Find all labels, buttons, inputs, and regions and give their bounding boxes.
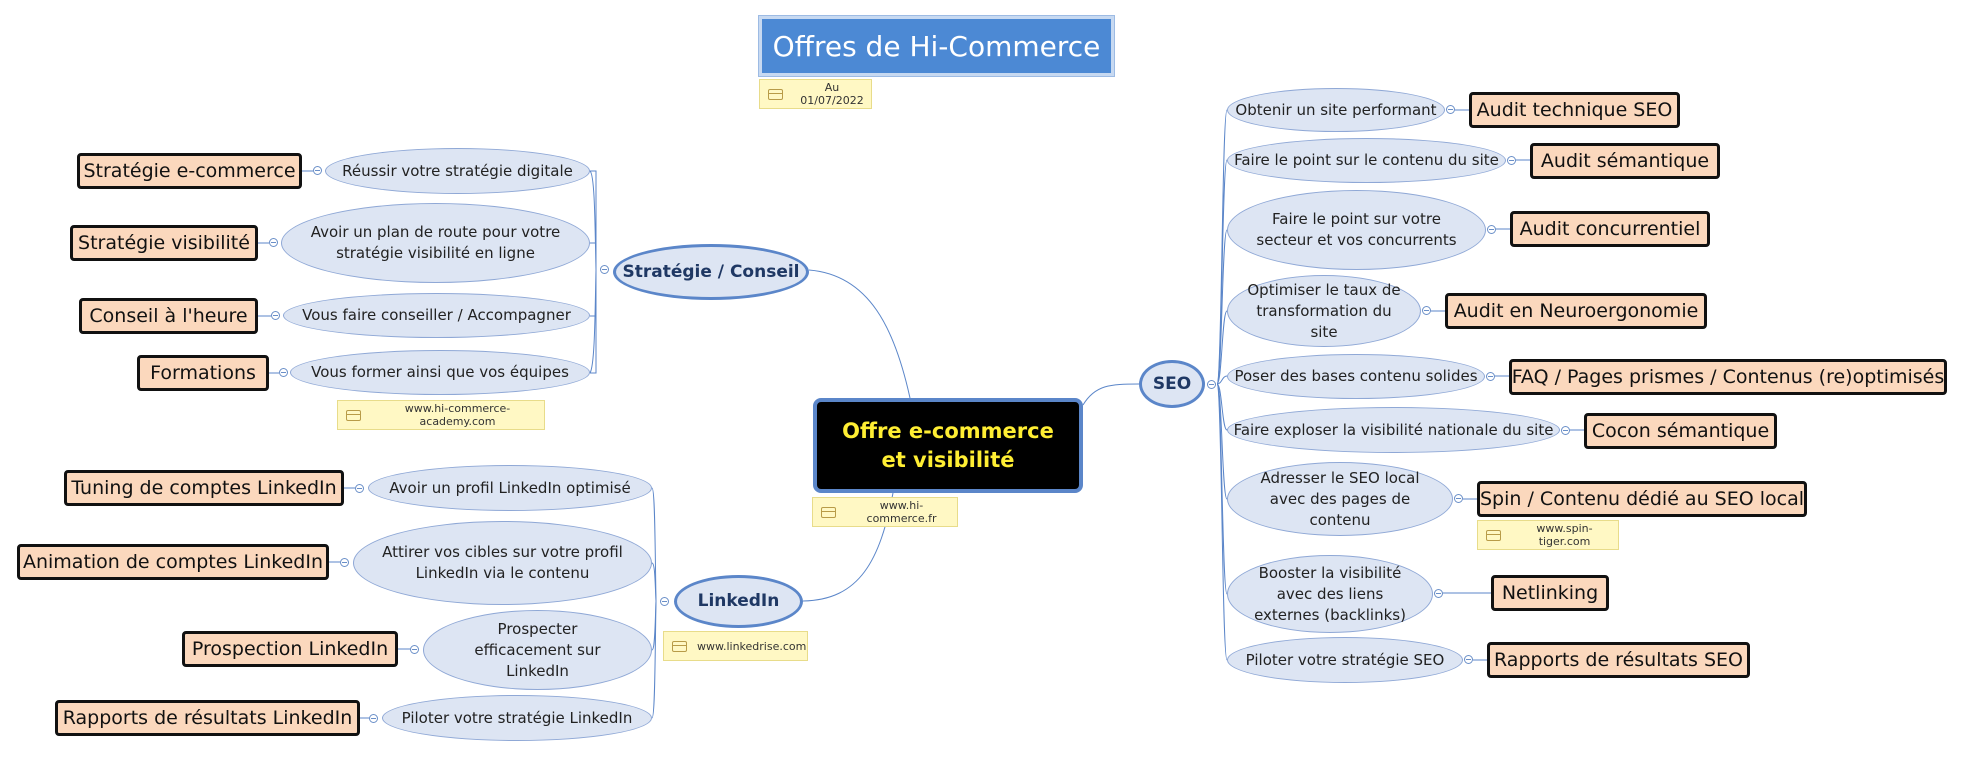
linkedin-need-2[interactable]: Attirer vos cibles sur votre profil Link…: [353, 521, 652, 605]
collapse-toggle[interactable]: [279, 368, 288, 377]
branch-linkedin[interactable]: LinkedIn: [674, 575, 803, 628]
collapse-toggle[interactable]: [1561, 426, 1570, 435]
seo-need-3[interactable]: Faire le point sur votre secteur et vos …: [1227, 190, 1486, 270]
note-icon: [672, 640, 687, 652]
title-date-note: Au 01/07/2022: [759, 79, 872, 109]
connector-strategie-1: [590, 170, 597, 270]
seo-need-4[interactable]: Optimiser le taux de transformation du s…: [1227, 275, 1421, 347]
collapse-toggle[interactable]: [369, 714, 378, 723]
offer-rapports-seo[interactable]: Rapports de résultats SEO: [1487, 642, 1750, 678]
offer-audit-concurrentiel[interactable]: Audit concurrentiel: [1510, 211, 1710, 247]
offer-conseil-a-l-heure[interactable]: Conseil à l'heure: [79, 298, 258, 334]
note-icon: [346, 409, 361, 421]
strategie-website-text: www.hi-commerce-academy.com: [404, 402, 511, 428]
seo-need-8[interactable]: Booster la visibilité avec des liens ext…: [1227, 555, 1433, 633]
linkedin-website-text: www.linkedrise.com: [697, 639, 807, 653]
spin-tiger-note[interactable]: www.spin-tiger.com: [1477, 520, 1619, 550]
offer-rapports-linkedin[interactable]: Rapports de résultats LinkedIn: [55, 700, 360, 736]
collapse-toggle[interactable]: [1434, 589, 1443, 598]
center-website-text: www.hi-commerce.fr: [866, 499, 937, 525]
collapse-toggle[interactable]: [313, 166, 322, 175]
connector-linkedin-1: [651, 487, 657, 602]
central-topic-line1: Offre e-commerce: [842, 418, 1054, 443]
collapse-toggle[interactable]: [1454, 494, 1463, 503]
offer-cocon-semantique[interactable]: Cocon sémantique: [1584, 413, 1777, 449]
offer-audit-semantique[interactable]: Audit sémantique: [1530, 143, 1720, 179]
connector-seo-9: [1216, 383, 1228, 661]
note-icon: [1486, 529, 1501, 541]
offer-strategie-e-commerce[interactable]: Stratégie e-commerce: [77, 153, 302, 189]
offer-faq-pages-prismes[interactable]: FAQ / Pages prismes / Contenus (re)optim…: [1509, 359, 1947, 395]
seo-need-1[interactable]: Obtenir un site performant: [1227, 88, 1445, 132]
seo-need-5[interactable]: Poser des bases contenu solides: [1227, 354, 1485, 399]
seo-need-2[interactable]: Faire le point sur le contenu du site: [1227, 138, 1506, 183]
central-topic[interactable]: Offre e-commerce et visibilité: [813, 398, 1083, 493]
trunk-strategie-low: [589, 269, 597, 374]
collapse-toggle[interactable]: [1486, 372, 1495, 381]
offer-netlinking[interactable]: Netlinking: [1491, 575, 1609, 611]
center-website-note[interactable]: www.hi-commerce.fr: [812, 497, 958, 527]
connector-strategie-2: [590, 242, 597, 270]
linkedin-need-1[interactable]: Avoir un profil LinkedIn optimisé: [368, 465, 652, 511]
connector-strategie-4: [590, 270, 597, 374]
strategie-need-2[interactable]: Avoir un plan de route pour votre straté…: [281, 203, 590, 283]
connector-seo-4: [1216, 310, 1228, 385]
collapse-toggle[interactable]: [1464, 655, 1473, 664]
seo-need-9[interactable]: Piloter votre stratégie SEO: [1227, 637, 1463, 683]
collapse-toggle[interactable]: [1507, 156, 1516, 165]
connector-seo-8: [1216, 383, 1228, 595]
collapse-toggle[interactable]: [1487, 225, 1496, 234]
linkedin-need-3[interactable]: Prospecter efficacement sur LinkedIn: [423, 610, 652, 690]
note-icon: [821, 506, 836, 518]
seo-need-7[interactable]: Adresser le SEO local avec des pages de …: [1227, 462, 1453, 536]
strategie-need-1[interactable]: Réussir votre stratégie digitale: [325, 148, 590, 194]
collapse-toggle-seo[interactable]: [1207, 380, 1216, 389]
collapse-toggle-linkedin[interactable]: [660, 597, 669, 606]
offer-formations[interactable]: Formations: [137, 355, 269, 391]
collapse-toggle[interactable]: [269, 238, 278, 247]
note-icon: [768, 88, 783, 100]
branch-seo[interactable]: SEO: [1139, 360, 1205, 408]
offer-strategie-visibilite[interactable]: Stratégie visibilité: [70, 225, 258, 261]
collapse-toggle-strategie[interactable]: [600, 265, 609, 274]
trunk-strategie: [589, 170, 597, 271]
strategie-website-note[interactable]: www.hi-commerce-academy.com: [337, 400, 545, 430]
offer-tuning-linkedin[interactable]: Tuning de comptes LinkedIn: [64, 470, 344, 506]
offer-audit-neuroergonomie[interactable]: Audit en Neuroergonomie: [1445, 293, 1707, 329]
connector-linkedin-4: [651, 600, 657, 719]
offer-spin-seo-local[interactable]: Spin / Contenu dédié au SEO local: [1477, 481, 1807, 517]
collapse-toggle[interactable]: [355, 484, 364, 493]
offer-audit-technique-seo[interactable]: Audit technique SEO: [1469, 92, 1680, 128]
collapse-toggle[interactable]: [1446, 105, 1455, 114]
central-topic-line2: et visibilité: [881, 447, 1015, 472]
collapse-toggle[interactable]: [410, 645, 419, 654]
offer-animation-linkedin[interactable]: Animation de comptes LinkedIn: [17, 544, 329, 580]
branch-strategie-conseil[interactable]: Stratégie / Conseil: [613, 244, 809, 300]
strategie-need-3[interactable]: Vous faire conseiller / Accompagner: [283, 293, 590, 338]
strategie-need-4[interactable]: Vous former ainsi que vos équipes: [290, 350, 590, 395]
connector-linkedin-2: [651, 562, 657, 602]
seo-need-6[interactable]: Faire exploser la visibilité nationale d…: [1227, 407, 1560, 453]
connector-center-seo: [1082, 383, 1140, 406]
spin-tiger-text: www.spin-tiger.com: [1536, 522, 1593, 548]
connector-center-strategie: [808, 269, 911, 399]
title-date-text: Au 01/07/2022: [800, 81, 864, 107]
collapse-toggle[interactable]: [340, 558, 349, 567]
connector-seo-3: [1216, 229, 1228, 385]
collapse-toggle[interactable]: [1422, 306, 1431, 315]
connector-seo-5: [1216, 375, 1228, 385]
linkedin-website-note[interactable]: www.linkedrise.com: [663, 631, 808, 661]
offer-prospection-linkedin[interactable]: Prospection LinkedIn: [182, 631, 398, 667]
collapse-toggle[interactable]: [271, 311, 280, 320]
map-title: Offres de Hi-Commerce: [758, 15, 1115, 77]
linkedin-need-4[interactable]: Piloter votre stratégie LinkedIn: [382, 695, 652, 741]
